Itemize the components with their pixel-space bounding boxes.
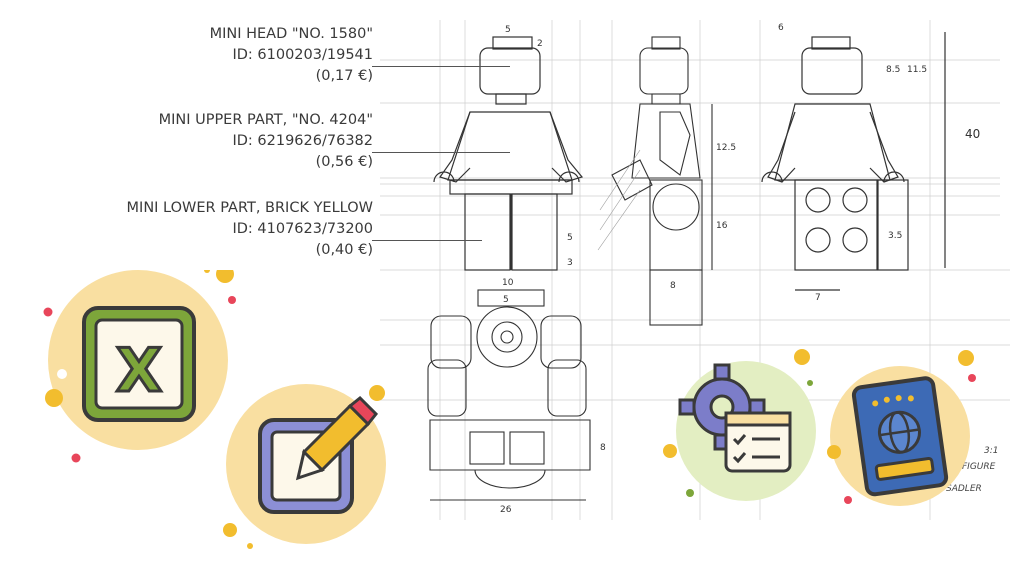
scale-note: 3:1 (984, 446, 999, 456)
dim-label: 5 (503, 295, 509, 305)
svg-text:X: X (116, 336, 162, 406)
back-view (761, 32, 946, 291)
part-id: ID: 6219626/76382 (232, 133, 373, 149)
dim-label: 2 (537, 39, 543, 49)
dim-label: 40 (965, 127, 980, 141)
passport-icon (827, 350, 976, 506)
dim-label: 5 (505, 25, 511, 35)
dim-label: 5 (567, 233, 573, 243)
dim-label: 10 (502, 278, 514, 288)
dim-label: 8.5 (886, 65, 900, 75)
dim-label: 3.5 (888, 231, 902, 241)
part-id: ID: 4107623/73200 (232, 221, 373, 237)
dim-label: 6 (778, 23, 784, 33)
part-label-upper: MINI UPPER PART, "NO. 4204" ID: 6219626/… (159, 110, 373, 173)
top-view (427, 289, 591, 501)
leader-line-upper (372, 152, 510, 153)
front-view (433, 36, 584, 271)
figure-note: FIGURE (962, 462, 996, 472)
author-note: SADLER (946, 484, 982, 494)
dim-label: 8 (600, 443, 606, 453)
part-price: (0,17 €) (315, 68, 373, 84)
gear-checklist-icon (663, 349, 816, 501)
dim-label: 7 (815, 293, 821, 303)
spreadsheet-x-icon: X (43, 270, 236, 463)
side-view (611, 36, 713, 326)
pencil-edit-icon (223, 384, 386, 549)
part-label-head: MINI HEAD "NO. 1580" ID: 6100203/19541 (… (210, 24, 373, 87)
dim-label: 12.5 (716, 143, 736, 153)
part-id: ID: 6100203/19541 (232, 47, 373, 63)
dim-label: 3 (567, 258, 573, 268)
part-price: (0,56 €) (315, 154, 373, 170)
dim-label: 16 (716, 221, 728, 231)
part-name: MINI UPPER PART, "NO. 4204" (158, 112, 373, 128)
dim-label: 8 (670, 281, 676, 291)
part-name: MINI HEAD "NO. 1580" (209, 26, 373, 42)
dim-label: 26 (500, 505, 512, 515)
part-label-lower: MINI LOWER PART, BRICK YELLOW ID: 410762… (127, 198, 373, 261)
part-name: MINI LOWER PART, BRICK YELLOW (126, 200, 373, 216)
leader-line-head (372, 66, 510, 67)
part-price: (0,40 €) (315, 242, 373, 258)
leader-line-lower (372, 240, 482, 241)
dim-label: 11.5 (907, 65, 927, 75)
